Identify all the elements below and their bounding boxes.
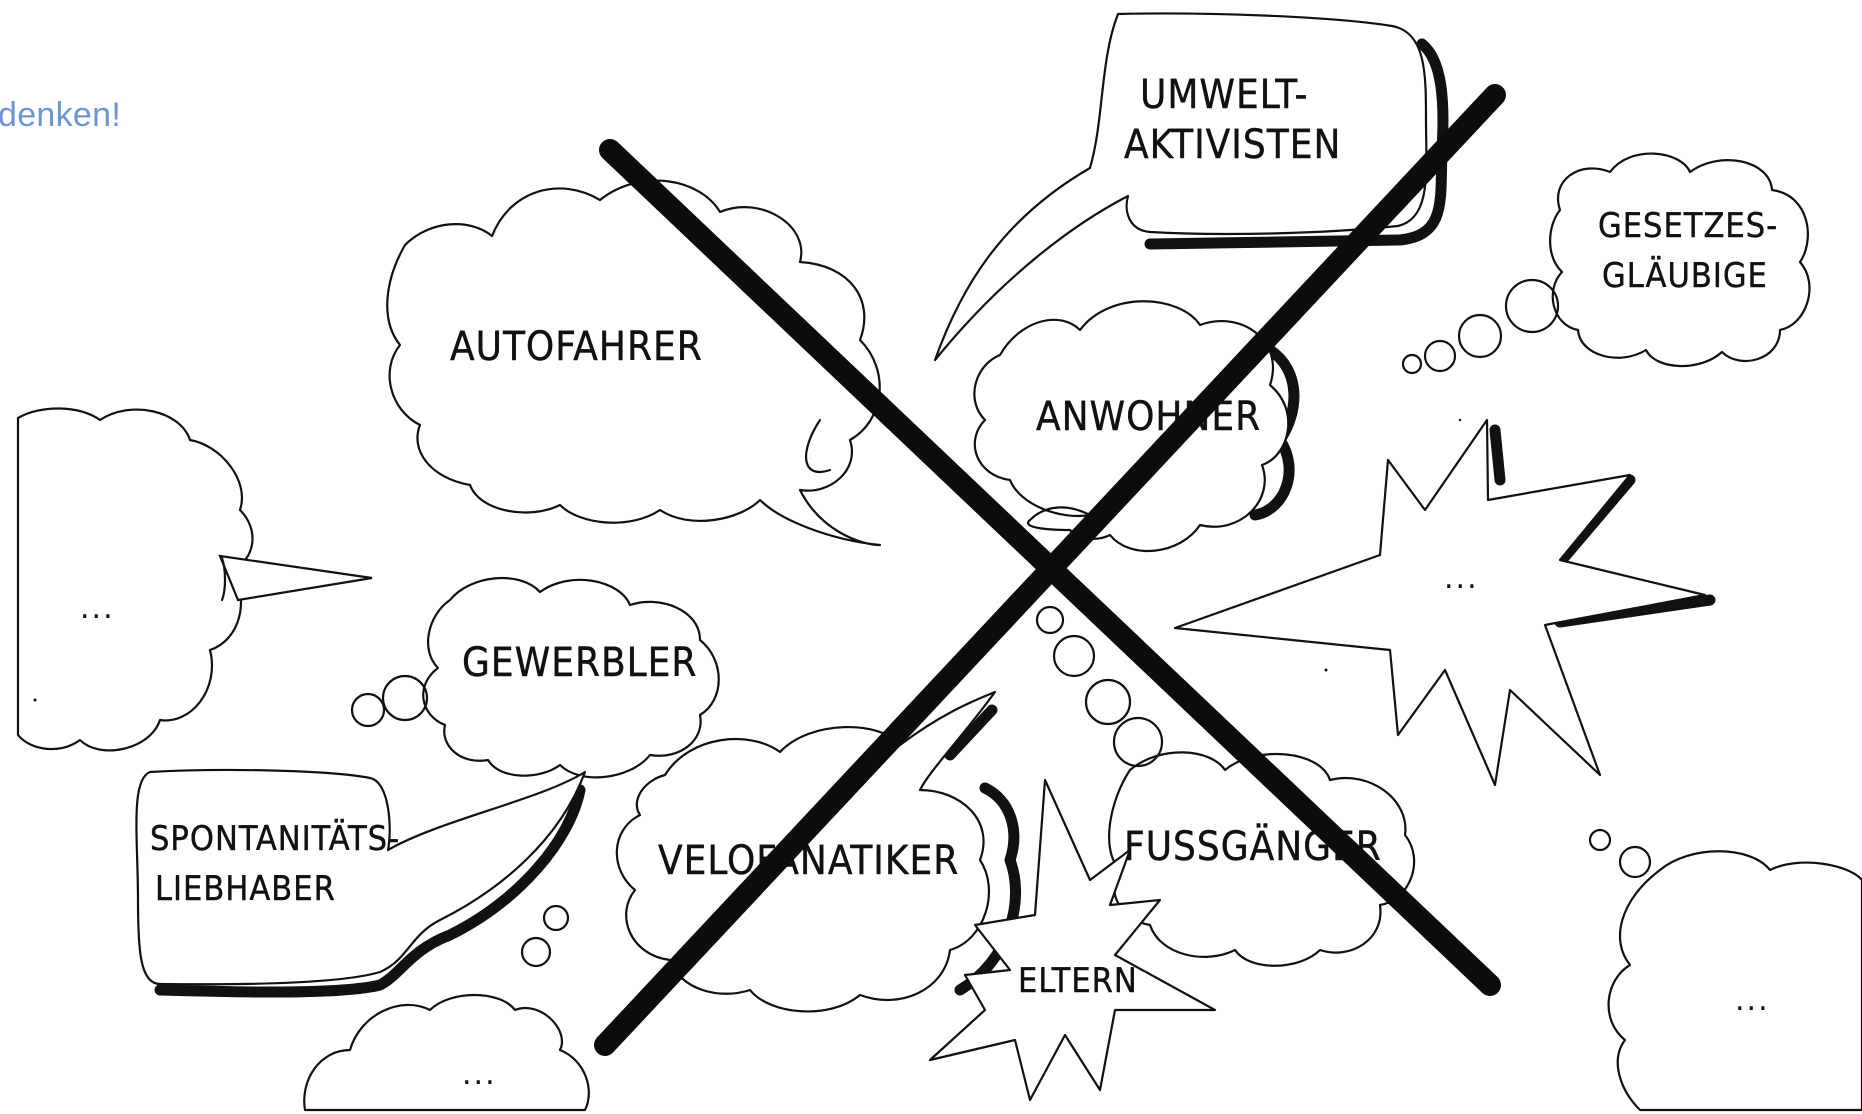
- label-gesetzes-line1: GESETZES-: [1598, 206, 1778, 246]
- bubble-right-star-placeholder: ...: [1173, 418, 1716, 787]
- bubble-left-placeholder: ...: [16, 407, 373, 752]
- label-eltern: ELTERN: [1018, 961, 1138, 1001]
- label-left-placeholder: ...: [80, 591, 115, 626]
- slide-title-fragment: denken!: [0, 96, 122, 134]
- bubble-gesetzesglaeubige: GESETZES- GLÄUBIGE: [1401, 152, 1811, 375]
- label-spontan-line1: SPONTANITÄTS-: [150, 819, 400, 859]
- label-gewerbler: GEWERBLER: [462, 640, 697, 686]
- bubble-autofahrer: AUTOFAHRER: [386, 179, 882, 547]
- bubble-bottom-placeholder: ...: [303, 994, 590, 1112]
- label-anwohner: ANWOHNER: [1036, 394, 1261, 440]
- label-right-star-placeholder: ...: [1444, 561, 1479, 596]
- bubble-fussgaenger: FUSSGÄNGER: [1035, 605, 1416, 967]
- bubble-bottom-right-placeholder: ...: [1588, 828, 1862, 1112]
- cross-out-mark: [594, 84, 1506, 1056]
- label-umwelt-line2: AKTIVISTEN: [1124, 122, 1341, 168]
- stray-marks: [33, 418, 1462, 702]
- bubble-anwohner: ANWOHNER: [973, 300, 1300, 553]
- bubble-umwelt-aktivisten: UMWELT- AKTIVISTEN: [933, 12, 1449, 362]
- label-bottom-right-placeholder: ...: [1735, 983, 1770, 1018]
- bubble-spontanitaets-liebhaber: SPONTANITÄTS- LIEBHABER: [135, 768, 587, 998]
- thought-dots-bottom-left: [520, 904, 570, 968]
- label-velofanatiker: VELOFANATIKER: [658, 838, 959, 884]
- label-spontan-line2: LIEBHABER: [155, 869, 336, 909]
- label-gesetzes-line2: GLÄUBIGE: [1602, 256, 1768, 296]
- cross-stroke-2: [594, 84, 1506, 1056]
- label-bottom-placeholder: ...: [462, 1057, 497, 1092]
- bubble-gewerbler: GEWERBLER: [350, 576, 720, 779]
- label-umwelt-line1: UMWELT-: [1140, 72, 1309, 118]
- label-autofahrer: AUTOFAHRER: [450, 324, 703, 370]
- bubble-eltern: ELTERN: [928, 778, 1217, 1102]
